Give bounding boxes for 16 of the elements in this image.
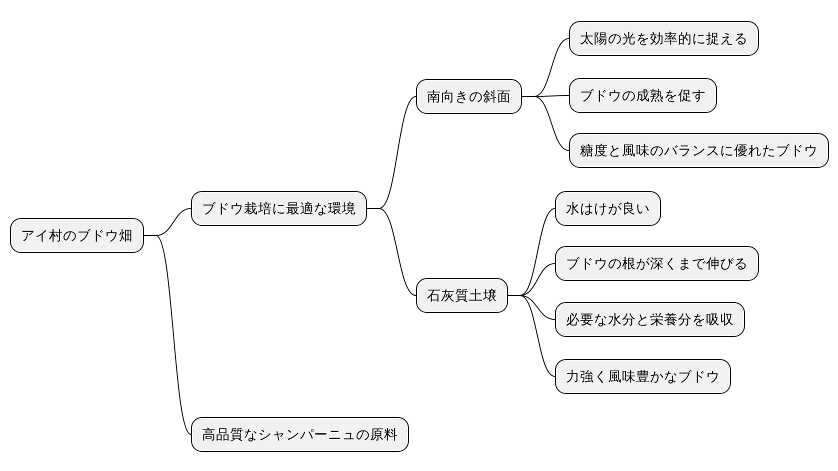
connector-line [144, 235, 192, 435]
topic-box: 必要な水分と栄養分を吸収 [555, 302, 745, 337]
topic-box: ブドウの根が深くまで伸びる [555, 246, 759, 281]
connector-line [508, 295, 556, 377]
topic-box: 力強く風味豊かなブドウ [555, 359, 731, 394]
topic-box: 糖度と風味のバランスに優れたブドウ [569, 133, 829, 168]
topic-box: 高品質なシャンパーニュの原料 [191, 417, 409, 452]
connector-line [522, 96, 570, 151]
topic-box: 太陽の光を効率的に捉える [569, 21, 759, 56]
topic-box: 水はけが良い [555, 191, 661, 226]
topic-box: ブドウ栽培に最適な環境 [191, 191, 367, 226]
topic-box: 南向きの斜面 [416, 79, 522, 114]
connector-line [366, 208, 416, 296]
topic-box: アイ村のブドウ畑 [10, 218, 144, 253]
topic-box: ブドウの成熟を促す [569, 78, 717, 113]
topic-box: 石灰質土壌 [416, 278, 508, 313]
